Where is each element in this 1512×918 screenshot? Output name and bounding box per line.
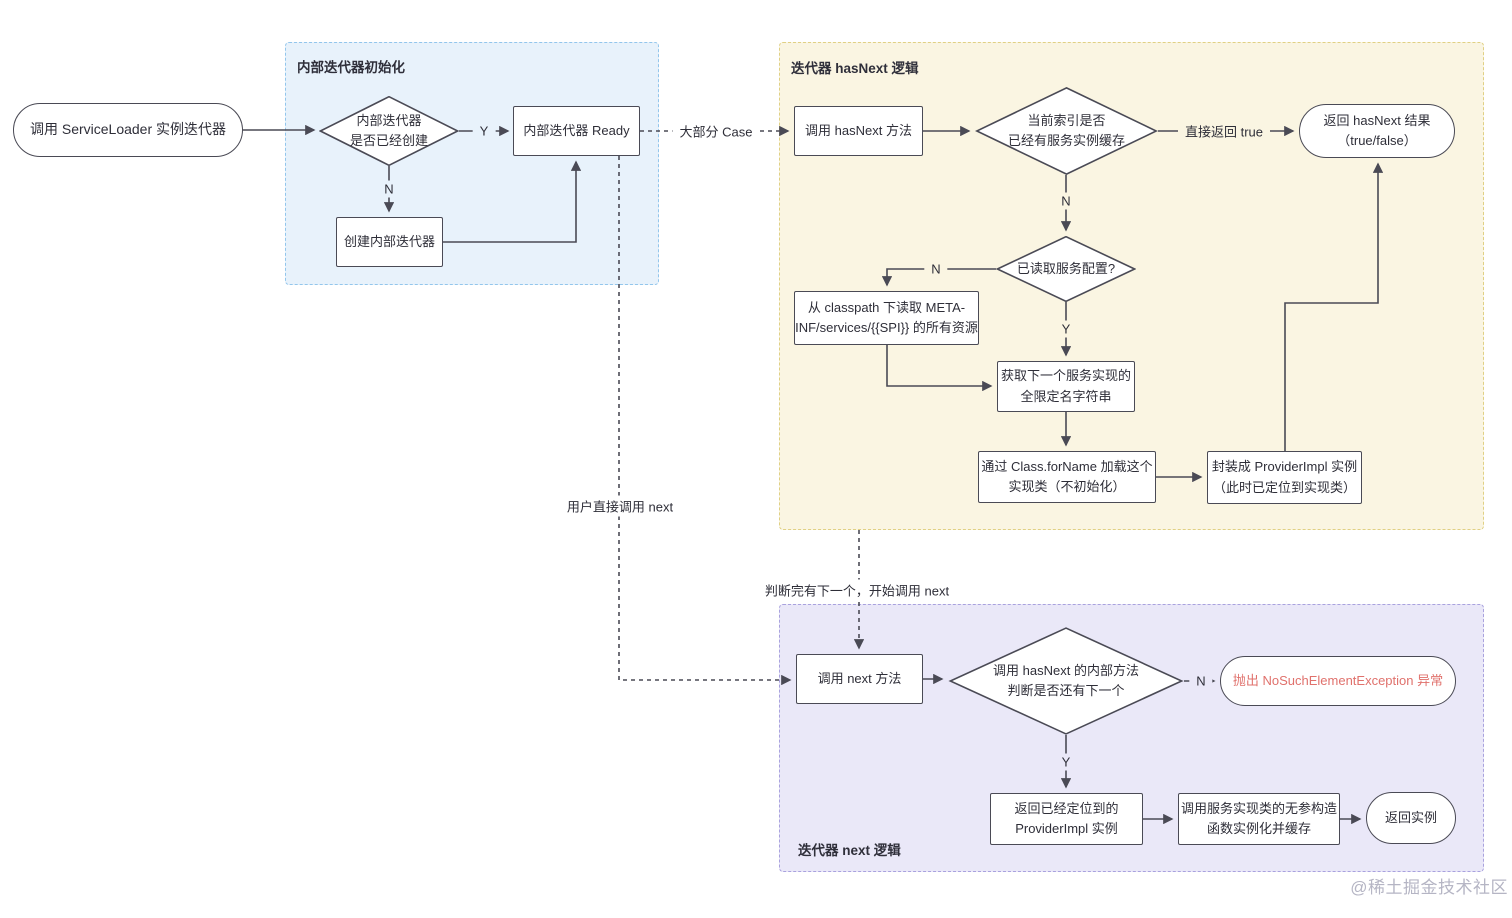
node-throw-nosuchelement: 抛出 NoSuchElementException 异常 xyxy=(1220,656,1456,706)
watermark-juejin: @稀土掘金技术社区 xyxy=(1350,878,1508,897)
diamond-shape-icon xyxy=(319,96,459,166)
edge-label-after-hasnext: 判断完有下一个，开始调用 next xyxy=(757,579,957,601)
edge-label-user-call-next: 用户直接调用 next xyxy=(559,495,681,517)
decision-config-read: 已读取服务配置? xyxy=(996,236,1136,302)
decision-internal-hasnext: 调用 hasNext 的内部方法 判断是否还有下一个 xyxy=(948,627,1184,735)
node-create-inner-iterator: 创建内部迭代器 xyxy=(336,217,443,267)
node-return-located-provider: 返回已经定位到的 ProviderImpl 实例 xyxy=(990,793,1143,845)
node-get-next-fqcn: 获取下一个服务实现的 全限定名字符串 xyxy=(997,361,1135,412)
node-call-next: 调用 next 方法 xyxy=(796,654,923,704)
edge-label-no-config: N xyxy=(924,260,948,278)
edge-label-no-created: N xyxy=(377,180,401,198)
node-wrap-providerimpl: 封装成 ProviderImpl 实例 （此时已定位到实现类） xyxy=(1207,451,1362,504)
edge-label-no-next: N xyxy=(1189,672,1213,690)
node-return-instance: 返回实例 xyxy=(1366,792,1456,844)
edge-label-yes-created: Y xyxy=(472,122,496,140)
region-next xyxy=(779,604,1484,872)
region-next-title: 迭代器 next 逻辑 xyxy=(798,843,901,858)
diamond-shape-icon xyxy=(996,236,1136,302)
edge-label-most-case: 大部分 Case xyxy=(672,120,760,142)
node-call-serviceloader: 调用 ServiceLoader 实例迭代器 xyxy=(13,103,243,157)
node-instantiate-and-cache: 调用服务实现类的无参构造 函数实例化并缓存 xyxy=(1178,793,1340,845)
decision-index-cached: 当前索引是否 已经有服务实例缓存 xyxy=(975,87,1158,175)
region-init-title: 内部迭代器初始化 xyxy=(297,60,405,75)
edge-label-yes-config: Y xyxy=(1054,320,1078,338)
region-hasnext-title: 迭代器 hasNext 逻辑 xyxy=(791,61,919,76)
decision-iterator-created: 内部迭代器 是否已经创建 xyxy=(319,96,459,166)
edge-label-yes-next: Y xyxy=(1054,753,1078,771)
node-read-meta-inf: 从 classpath 下读取 META- INF/services/{{SPI… xyxy=(794,291,979,345)
node-call-hasnext: 调用 hasNext 方法 xyxy=(794,106,923,156)
node-class-forname: 通过 Class.forName 加载这个 实现类（不初始化） xyxy=(978,451,1156,503)
diamond-shape-icon xyxy=(948,627,1184,735)
edge-label-direct-true: 直接返回 true xyxy=(1177,120,1271,142)
edge-label-no-cache: N xyxy=(1054,192,1078,210)
diamond-shape-icon xyxy=(975,87,1158,175)
node-inner-iterator-ready: 内部迭代器 Ready xyxy=(513,106,640,156)
node-return-hasnext-result: 返回 hasNext 结果 （true/false） xyxy=(1299,104,1455,158)
